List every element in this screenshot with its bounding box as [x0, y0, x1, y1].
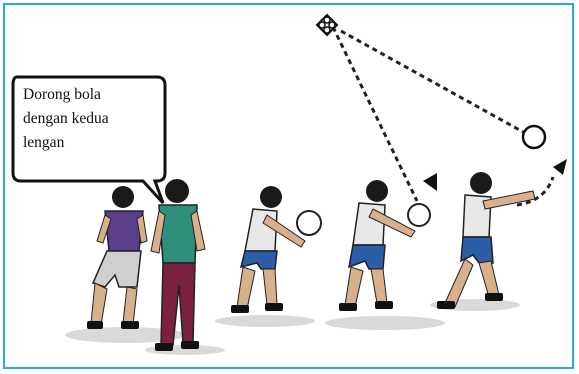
callout-line: dengan kedua: [23, 110, 109, 127]
volleyball-icon: [407, 203, 431, 227]
player-bump-2: [339, 180, 431, 311]
volleyball-icon: [296, 210, 322, 236]
player-teal: [150, 179, 206, 351]
player-purple: [87, 186, 148, 329]
direction-arrow-icon: [423, 173, 437, 191]
ball-trajectory: [331, 26, 555, 207]
callout-line: lengan: [23, 134, 65, 151]
speech-bubble: [11, 75, 167, 205]
direction-arrow-icon: [553, 159, 567, 175]
diamond-target-icon: [315, 13, 339, 37]
volleyball-scene: [11, 13, 567, 355]
player-bump-1: [231, 186, 322, 313]
player-bump-3: [437, 172, 536, 309]
illustration-frame: Dorong bola dengan kedua lengan: [3, 3, 574, 369]
callout-text: Dorong bola dengan kedua lengan: [23, 83, 151, 155]
callout-line: Dorong bola: [23, 86, 101, 103]
volleyball-icon: [521, 124, 547, 150]
